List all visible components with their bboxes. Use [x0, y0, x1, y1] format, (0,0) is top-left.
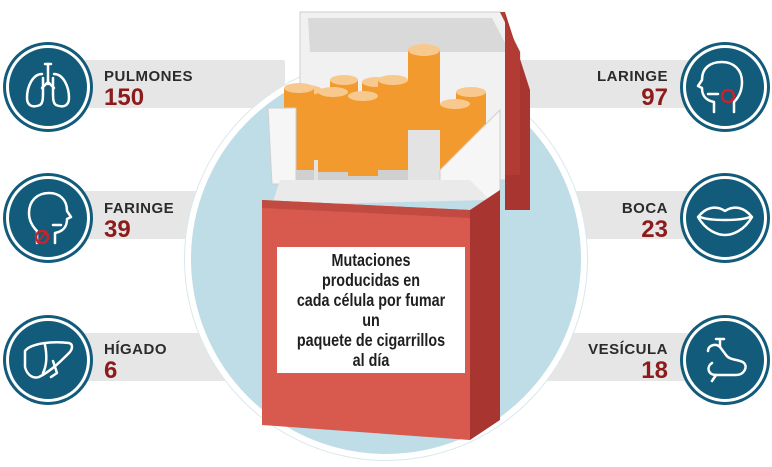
liver-badge — [6, 318, 90, 402]
organ-count-vesicula: 18 — [641, 357, 668, 384]
mouth-badge — [683, 176, 767, 260]
gallbladder-icon — [706, 337, 747, 383]
larynx-badge — [683, 45, 767, 129]
caption-text: Mutaciones producidas en cada célula por… — [296, 250, 446, 370]
organ-name-faringe: FARINGE — [104, 200, 175, 217]
pack-label: Mutaciones producidas en cada célula por… — [277, 247, 465, 373]
organ-name-pulmones: PULMONES — [104, 68, 194, 85]
organ-count-laringe: 97 — [641, 84, 668, 111]
organ-name-higado: HÍGADO — [104, 341, 167, 358]
organ-count-boca: 23 — [641, 216, 668, 243]
larynx-head-icon — [696, 60, 744, 114]
gallbladder-badge — [683, 318, 767, 402]
liver-icon — [23, 341, 74, 379]
lungs-icon — [25, 62, 71, 108]
pharynx-badge — [6, 176, 90, 260]
cigarette-pack — [262, 11, 530, 440]
organ-count-higado: 6 — [104, 357, 118, 384]
lungs-badge — [6, 45, 90, 129]
pharynx-head-icon — [27, 191, 73, 245]
organ-count-faringe: 39 — [104, 216, 131, 243]
organ-name-boca: BOCA — [621, 200, 668, 217]
organ-name-vesicula: VESÍCULA — [588, 341, 668, 358]
organ-count-pulmones: 150 — [104, 84, 145, 111]
lips-icon — [696, 206, 754, 237]
organ-name-laringe: LARINGE — [597, 68, 668, 85]
